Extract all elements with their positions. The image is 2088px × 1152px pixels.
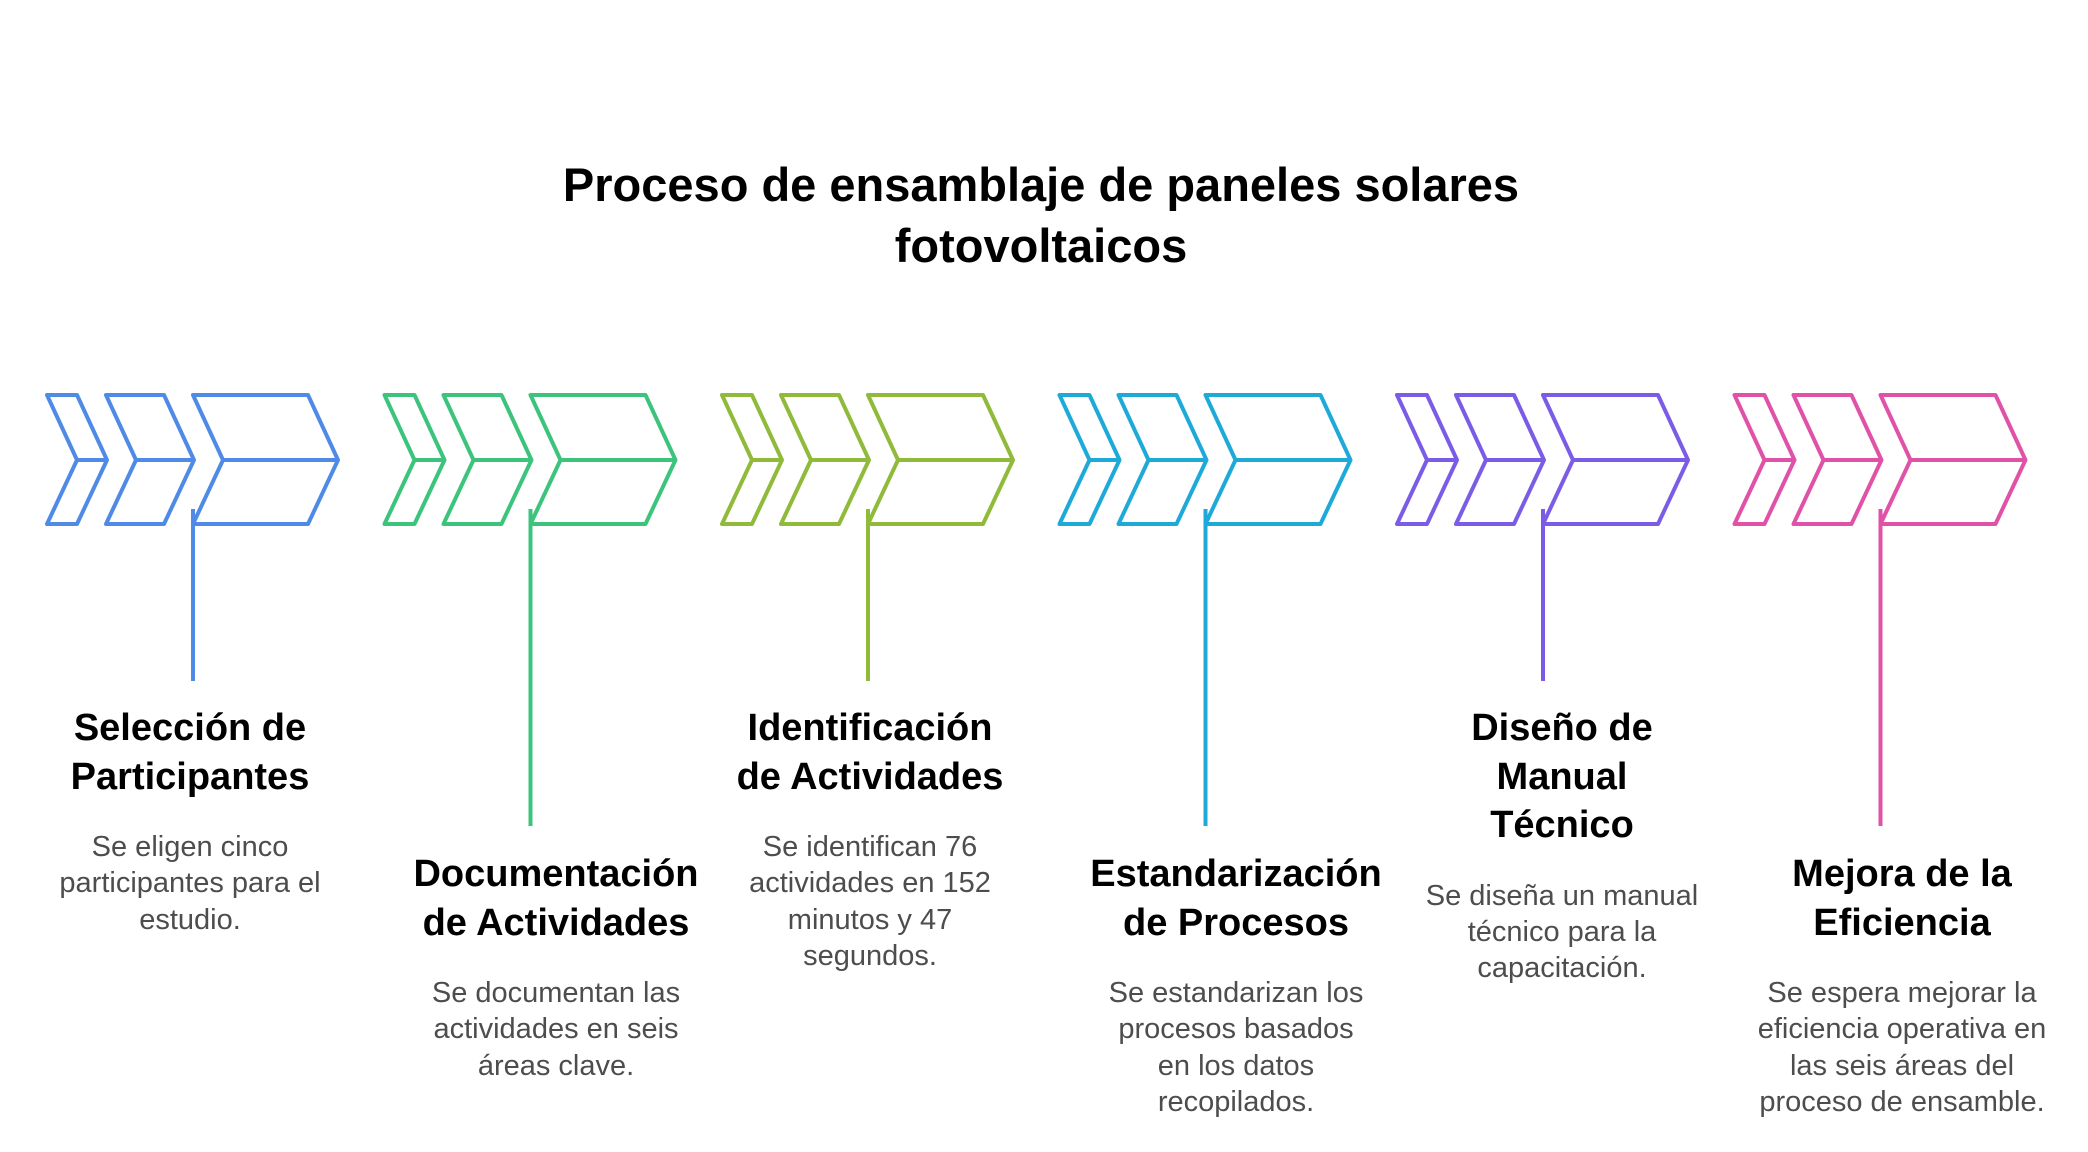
chevron-arrow-icon [191,393,340,526]
chevron-arrow-icon [45,393,109,526]
step-title: Documentación de Actividades [413,853,699,944]
chevron-arrow-icon [1395,393,1459,526]
chevron-arrow-icon [382,393,447,526]
step-title: Selección de Participantes [70,707,310,798]
step-title: Identificación de Actividades [736,707,1004,798]
step-title: Estandarización de Procesos [1090,853,1382,944]
chevron-group-1 [45,393,340,681]
chevron-arrow-icon [1116,393,1209,526]
chevron-group-5 [1395,393,1690,681]
chevron-arrow-icon [866,393,1015,526]
chevron-group-6 [1732,393,2028,826]
step-description: Se estandarizan los procesos basados en … [1108,977,1364,1119]
step-diseno-manual: Diseño de Manual Técnico Se diseña un ma… [1412,704,1712,987]
chevron-arrow-icon [528,393,678,526]
chevron-arrow-icon [441,393,534,526]
chevron-arrow-icon [1057,393,1122,526]
step-description: Se eligen cinco participantes para el es… [59,831,321,936]
chevron-arrow-icon [779,393,871,526]
step-title: Diseño de Manual Técnico [1471,707,1653,846]
step-documentacion-actividades: Documentación de Actividades Se document… [391,850,721,1084]
chevron-arrow-icon [1878,393,2028,526]
step-description: Se espera mejorar la eficiencia operativ… [1757,977,2047,1119]
step-description: Se diseña un manual técnico para la capa… [1425,879,1699,985]
chevron-arrow-icon [104,393,196,526]
step-seleccion-participantes: Selección de Participantes Se eligen cin… [40,704,340,938]
step-title: Mejora de la Eficiencia [1792,853,2012,944]
step-mejora-eficiencia: Mejora de la Eficiencia Se espera mejora… [1752,850,2052,1121]
step-identificacion-actividades: Identificación de Actividades Se identif… [730,704,1010,975]
chevron-arrow-icon [1791,393,1884,526]
step-description: Se identifican 76 actividades en 152 min… [749,831,991,973]
chevron-group-2 [382,393,678,826]
chevron-group-4 [1057,393,1353,826]
step-estandarizacion-procesos: Estandarización de Procesos Se estandari… [1071,850,1401,1121]
chevron-arrow-icon [1541,393,1690,526]
chevron-arrow-icon [720,393,784,526]
chevron-arrow-icon [1454,393,1546,526]
diagram-title: Proceso de ensamblaje de paneles solares… [562,158,1520,272]
chevron-arrow-icon [1732,393,1797,526]
step-description: Se documentan las actividades en seis ár… [431,977,681,1082]
chevron-group-3 [720,393,1015,681]
chevron-arrow-icon [1203,393,1353,526]
